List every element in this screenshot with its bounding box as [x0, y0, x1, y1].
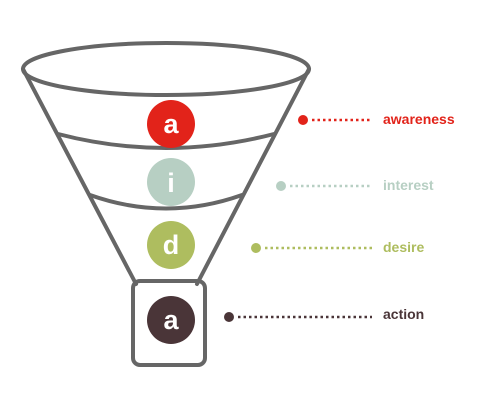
funnel-rim	[21, 41, 311, 97]
stage-badge-desire: d	[147, 221, 195, 269]
stage-label: interest	[383, 177, 434, 193]
funnel-left-wall	[21, 67, 138, 286]
badge-letter: d	[163, 230, 180, 260]
badge-circle	[147, 296, 195, 344]
funnel-band-1	[56, 132, 276, 150]
badge-letter: a	[163, 109, 179, 139]
stage-label: awareness	[383, 111, 455, 127]
funnel-outline	[21, 41, 311, 367]
badge-circle	[147, 221, 195, 269]
callout-dot	[298, 115, 308, 125]
stage-callout-desire: desire	[251, 239, 424, 255]
callout-dot	[276, 181, 286, 191]
funnel-band-2	[88, 193, 244, 211]
stage-callout-awareness: awareness	[298, 111, 455, 127]
stage-badge-action: a	[147, 296, 195, 344]
stage-label: action	[383, 306, 424, 322]
badge-letter: a	[163, 305, 179, 335]
funnel-right-wall	[195, 67, 311, 286]
badge-circle	[147, 158, 195, 206]
callout-dot	[224, 312, 234, 322]
stage-badge-interest: i	[147, 158, 195, 206]
badge-circle	[147, 100, 195, 148]
badge-letter: i	[167, 168, 175, 198]
stage-badge-awareness: a	[147, 100, 195, 148]
stage-callout-action: action	[224, 306, 424, 322]
stage-label: desire	[383, 239, 424, 255]
funnel-spout	[131, 279, 207, 367]
stage-callout-interest: interest	[276, 177, 434, 193]
callout-dot	[251, 243, 261, 253]
